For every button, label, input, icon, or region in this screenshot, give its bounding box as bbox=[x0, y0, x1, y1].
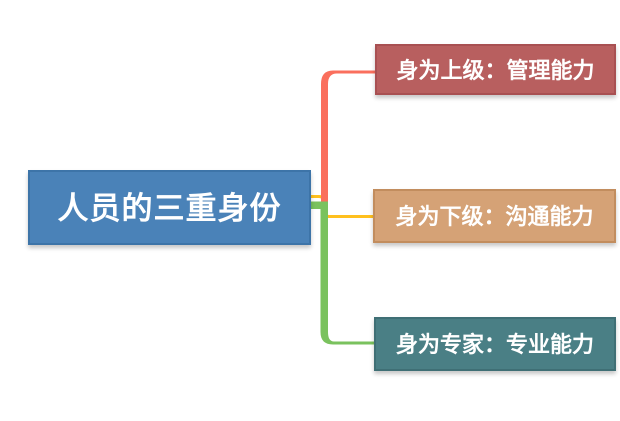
connector-line-top bbox=[321, 70, 376, 207]
root-node[interactable]: 人员的三重身份 bbox=[28, 170, 311, 245]
branch-node-expert-label: 身为专家：专业能力 bbox=[395, 332, 594, 357]
branch-node-superior[interactable]: 身为上级：管理能力 bbox=[375, 44, 616, 95]
connector-line-bottom bbox=[320, 201, 375, 345]
branch-node-subordinate-label: 身为下级：沟通能力 bbox=[395, 204, 594, 229]
root-node-label: 人员的三重身份 bbox=[57, 191, 282, 226]
branch-node-subordinate[interactable]: 身为下级：沟通能力 bbox=[373, 189, 616, 243]
branch-node-superior-label: 身为上级：管理能力 bbox=[396, 57, 595, 83]
branch-node-expert[interactable]: 身为专家：专业能力 bbox=[374, 317, 616, 371]
